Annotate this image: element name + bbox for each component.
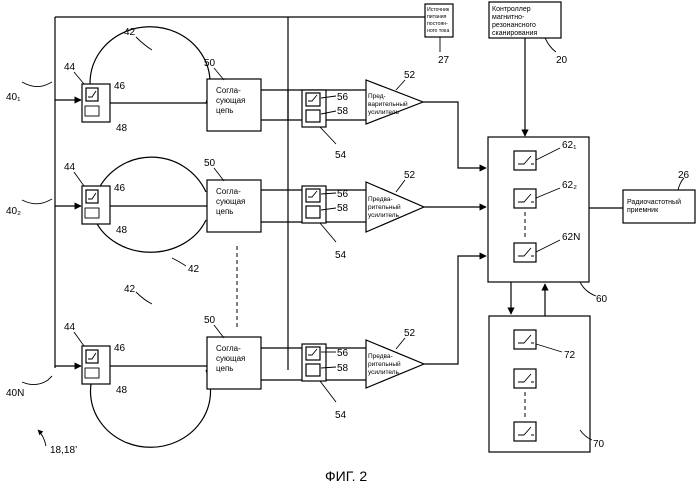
channel-1-coil: 42 bbox=[124, 27, 136, 38]
channel-n-match-3: цепь bbox=[216, 364, 233, 373]
channel-n-amp-3: усилитель bbox=[368, 369, 400, 376]
mux-ref: 60 bbox=[596, 294, 608, 305]
controller-label-4: сканирования bbox=[492, 30, 537, 37]
channel-2-match-ref: 50 bbox=[204, 158, 216, 169]
channel-2-amp-1: Предва- bbox=[368, 196, 393, 203]
channel-2-sw-a: 56 bbox=[337, 189, 349, 200]
channel-2-match-2: сующая bbox=[216, 197, 245, 206]
mux-block: 62₁ 62₂ 62N 60 bbox=[488, 137, 608, 305]
channel-1-b: 48 bbox=[116, 123, 128, 134]
channel-1-amp-ref: 52 bbox=[404, 70, 416, 81]
channel-1-amp-2: варительный bbox=[368, 100, 408, 108]
channel-n-amp-2: рительный bbox=[368, 360, 401, 368]
channel-2-match-1: Согла- bbox=[216, 187, 241, 196]
channel-n-match-ref: 50 bbox=[204, 315, 216, 326]
figure-ref: 18,18’ bbox=[50, 445, 77, 456]
figure-ref-arrow bbox=[38, 430, 46, 446]
channel-1-sw-a: 56 bbox=[337, 92, 349, 103]
channel-n-match-1: Согла- bbox=[216, 344, 241, 353]
controller-label-3: резонансного bbox=[492, 22, 536, 29]
dc-source-label-3: постоян- bbox=[427, 21, 448, 27]
channel-1-a: 46 bbox=[114, 81, 126, 92]
rf-receiver-block: Радиочастотный приемник 26 bbox=[623, 170, 695, 223]
channel-n-a: 46 bbox=[114, 343, 126, 354]
dc-source-block: Источник питания постоян- ного тока 27 bbox=[425, 4, 453, 66]
channel-1-amp-3: усилитель bbox=[368, 109, 400, 116]
channel-1-amp-1: Пред- bbox=[368, 93, 386, 100]
bank-switch-ref: 72 bbox=[564, 350, 576, 361]
channel-n-det: 44 bbox=[64, 322, 76, 333]
channel-2-sw-ref: 54 bbox=[335, 250, 347, 261]
channel-2-amp-3: усилитель bbox=[368, 212, 400, 219]
channel-1-sw-b: 58 bbox=[337, 106, 349, 117]
channel-2-det: 44 bbox=[64, 162, 76, 173]
channel-n-coil: 42 bbox=[124, 284, 136, 295]
channel-1-sw-ref: 54 bbox=[335, 150, 347, 161]
channel-n-sw-ref: 54 bbox=[335, 410, 347, 421]
channel-2-id: 40₂ bbox=[6, 206, 21, 217]
controller-label-2: магнитно- bbox=[492, 14, 525, 21]
switch-bank-block: 72 70 bbox=[489, 316, 605, 452]
channel-1-det: 44 bbox=[64, 62, 76, 73]
channel-n-match-2: сующая bbox=[216, 354, 245, 363]
channel-2-coil: 42 bbox=[188, 264, 200, 275]
channel-1-match-2: сующая bbox=[216, 96, 245, 105]
dc-source-label-1: Источник bbox=[427, 7, 450, 13]
switch-ref-1: 62₁ bbox=[562, 140, 577, 151]
channel-n-b: 48 bbox=[116, 385, 128, 396]
channel-2-b: 48 bbox=[116, 225, 128, 236]
channel-2-sw-b: 58 bbox=[337, 203, 349, 214]
switch-ref-2: 62₂ bbox=[562, 180, 577, 191]
channel-1-match-ref: 50 bbox=[204, 58, 216, 69]
figure-caption: ФИГ. 2 bbox=[325, 468, 367, 484]
channel-2-amp-ref: 52 bbox=[404, 170, 416, 181]
channel-n-amp-ref: 52 bbox=[404, 328, 416, 339]
dc-source-label-2: питания bbox=[427, 14, 447, 20]
channel-2-match-3: цепь bbox=[216, 207, 233, 216]
bank-ref: 70 bbox=[593, 439, 605, 450]
channel-n-amp-1: Предва- bbox=[368, 353, 393, 360]
switch-ref-n: 62N bbox=[562, 232, 580, 243]
channel-n-sw-b: 58 bbox=[337, 363, 349, 374]
channel-n: 40N 42 44 46 48 Согла- сующая цепь 50 56… bbox=[6, 256, 486, 447]
channel-1: 40₁ 42 44 46 48 Согла- сующая цепь 50 56… bbox=[6, 27, 486, 168]
dc-source-label-4: ного тока bbox=[427, 28, 449, 34]
rf-receiver-label-2: приемник bbox=[627, 207, 659, 214]
dc-source-ref: 27 bbox=[438, 55, 450, 66]
rf-receiver-ref: 26 bbox=[678, 170, 690, 181]
mri-controller-block: Контроллер магнитно- резонансного сканир… bbox=[489, 2, 568, 136]
controller-ref: 20 bbox=[556, 55, 568, 66]
channel-2-a: 46 bbox=[114, 183, 126, 194]
channel-n-sw-a: 56 bbox=[337, 348, 349, 359]
channel-1-match-1: Согла- bbox=[216, 86, 241, 95]
channel-2-amp-2: рительный bbox=[368, 203, 401, 211]
channel-n-id: 40N bbox=[6, 388, 24, 399]
rf-receiver-label-1: Радиочастотный bbox=[627, 198, 681, 206]
channel-2: 40₂ 42 44 46 48 Согла- сующая цепь 50 56… bbox=[6, 157, 486, 275]
channel-1-match-3: цепь bbox=[216, 106, 233, 115]
controller-label-1: Контроллер bbox=[492, 6, 531, 13]
channel-1-id: 40₁ bbox=[6, 92, 21, 103]
